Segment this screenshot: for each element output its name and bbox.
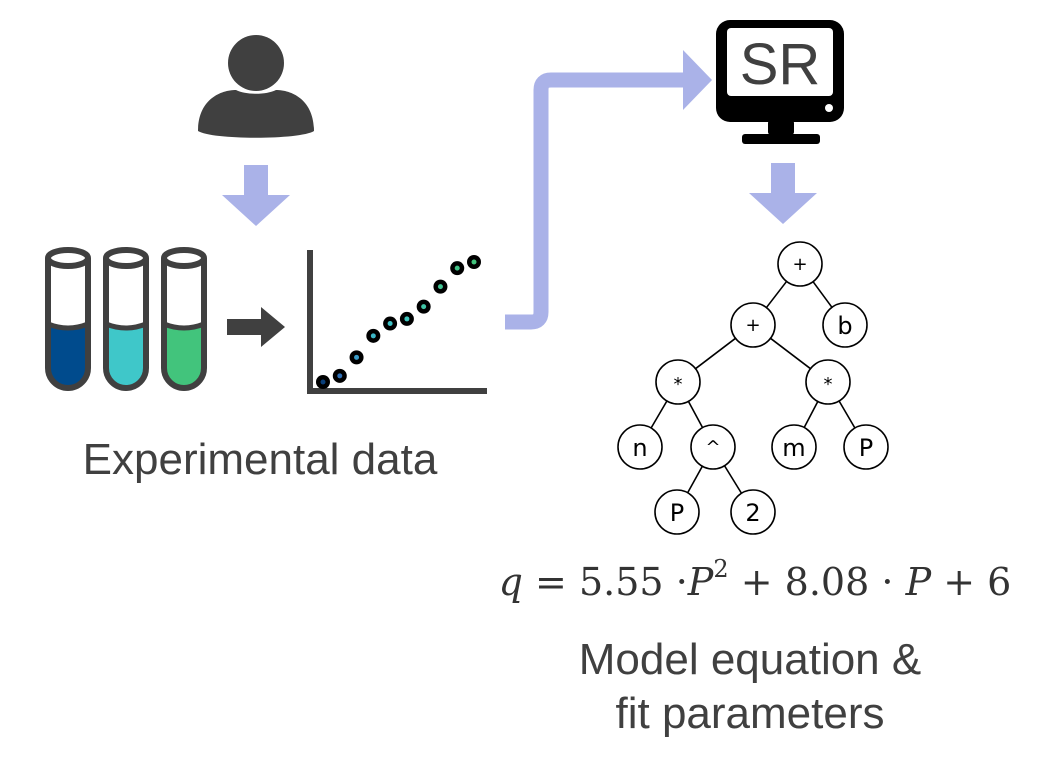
tree-edge xyxy=(650,400,668,429)
test-tubes xyxy=(45,247,207,391)
arrow-right-icon xyxy=(227,307,285,347)
tree-node-label: 2 xyxy=(745,499,760,527)
tree-edge xyxy=(695,337,736,370)
tree-node-n: n xyxy=(617,424,663,470)
eq-exponent: 2 xyxy=(713,555,729,583)
tree-edge xyxy=(838,400,856,429)
tree-node-label: + xyxy=(792,254,807,275)
scatter-plot xyxy=(307,250,487,394)
scatter-point-core xyxy=(387,321,393,327)
eq-var-2: P xyxy=(905,560,932,604)
tree-edge xyxy=(770,337,811,370)
arrow-down-icon xyxy=(222,165,290,226)
tree-edge xyxy=(803,401,819,428)
tree-node-m: m xyxy=(771,424,817,470)
model-equation-label: Model equation & fit parameters xyxy=(520,633,980,741)
tree-node-label: P xyxy=(859,434,873,462)
tree-node-label: m xyxy=(782,434,805,462)
tree-node-two: 2 xyxy=(730,489,776,535)
arrow-down-icon xyxy=(749,163,817,224)
scatter-point-core xyxy=(421,304,427,310)
tree-edge xyxy=(686,465,704,494)
test-tube-icon xyxy=(161,247,207,391)
scatter-point-core xyxy=(370,333,376,339)
tree-node-label: * xyxy=(824,374,833,395)
tree-node-P2: P xyxy=(654,489,700,535)
flow-arrow-to-sr xyxy=(505,50,712,330)
y-axis xyxy=(307,250,313,392)
eq-plus-1: + xyxy=(740,560,773,604)
test-tube-icon xyxy=(103,247,149,391)
tube-liquid xyxy=(164,324,204,388)
tree-node-mul2: * xyxy=(805,359,851,405)
experimental-data-label: Experimental data xyxy=(82,435,438,484)
scatter-point-core xyxy=(437,284,443,290)
model-label-line-1: Model equation & xyxy=(578,635,922,684)
tree-node-root: + xyxy=(777,241,823,287)
tree-node-label: n xyxy=(632,434,647,462)
scatter-point-core xyxy=(454,265,460,271)
monitor-icon: SR xyxy=(716,20,844,144)
monitor-screen-text: SR xyxy=(740,32,821,97)
eq-dot-1: · xyxy=(675,560,688,604)
test-tube-icon xyxy=(45,247,91,391)
model-equation: q = 5.55 ·P2 + 8.08 · P + 6 xyxy=(490,552,1020,612)
eq-coef-1: 5.55 xyxy=(578,560,664,604)
tree-edge xyxy=(812,281,833,308)
eq-equals: = xyxy=(535,560,567,604)
eq-plus-2: + xyxy=(943,560,976,604)
tree-edge xyxy=(765,280,788,309)
scatter-point-core xyxy=(337,373,343,379)
tree-edge xyxy=(687,400,704,429)
x-axis xyxy=(307,388,487,394)
tree-node-label: b xyxy=(837,312,852,340)
eq-var-1: P xyxy=(687,560,714,604)
eq-lhs: q xyxy=(498,560,523,604)
tree-node-label: P xyxy=(670,499,684,527)
user-icon xyxy=(198,35,314,138)
scatter-point-core xyxy=(404,316,410,322)
scatter-point-core xyxy=(471,259,477,265)
tube-liquid xyxy=(48,324,88,388)
tree-node-label: * xyxy=(674,374,683,395)
tree-node-P1: P xyxy=(843,424,889,470)
tree-edge xyxy=(723,465,743,494)
scatter-point-core xyxy=(354,354,360,360)
tree-node-mul1: * xyxy=(655,359,701,405)
scatter-point-core xyxy=(320,379,326,385)
eq-coef-3: 6 xyxy=(987,560,1012,604)
tree-node-label: + xyxy=(745,315,760,336)
tree-node-label: ^ xyxy=(705,437,720,458)
eq-dot-2: · xyxy=(881,560,894,604)
tree-node-add: + xyxy=(730,302,776,348)
tree-node-b: b xyxy=(822,302,868,348)
eq-coef-2: 8.08 xyxy=(784,560,870,604)
model-label-line-2: fit parameters xyxy=(615,689,885,738)
tube-liquid xyxy=(106,324,146,388)
tree-node-pow: ^ xyxy=(690,424,736,470)
